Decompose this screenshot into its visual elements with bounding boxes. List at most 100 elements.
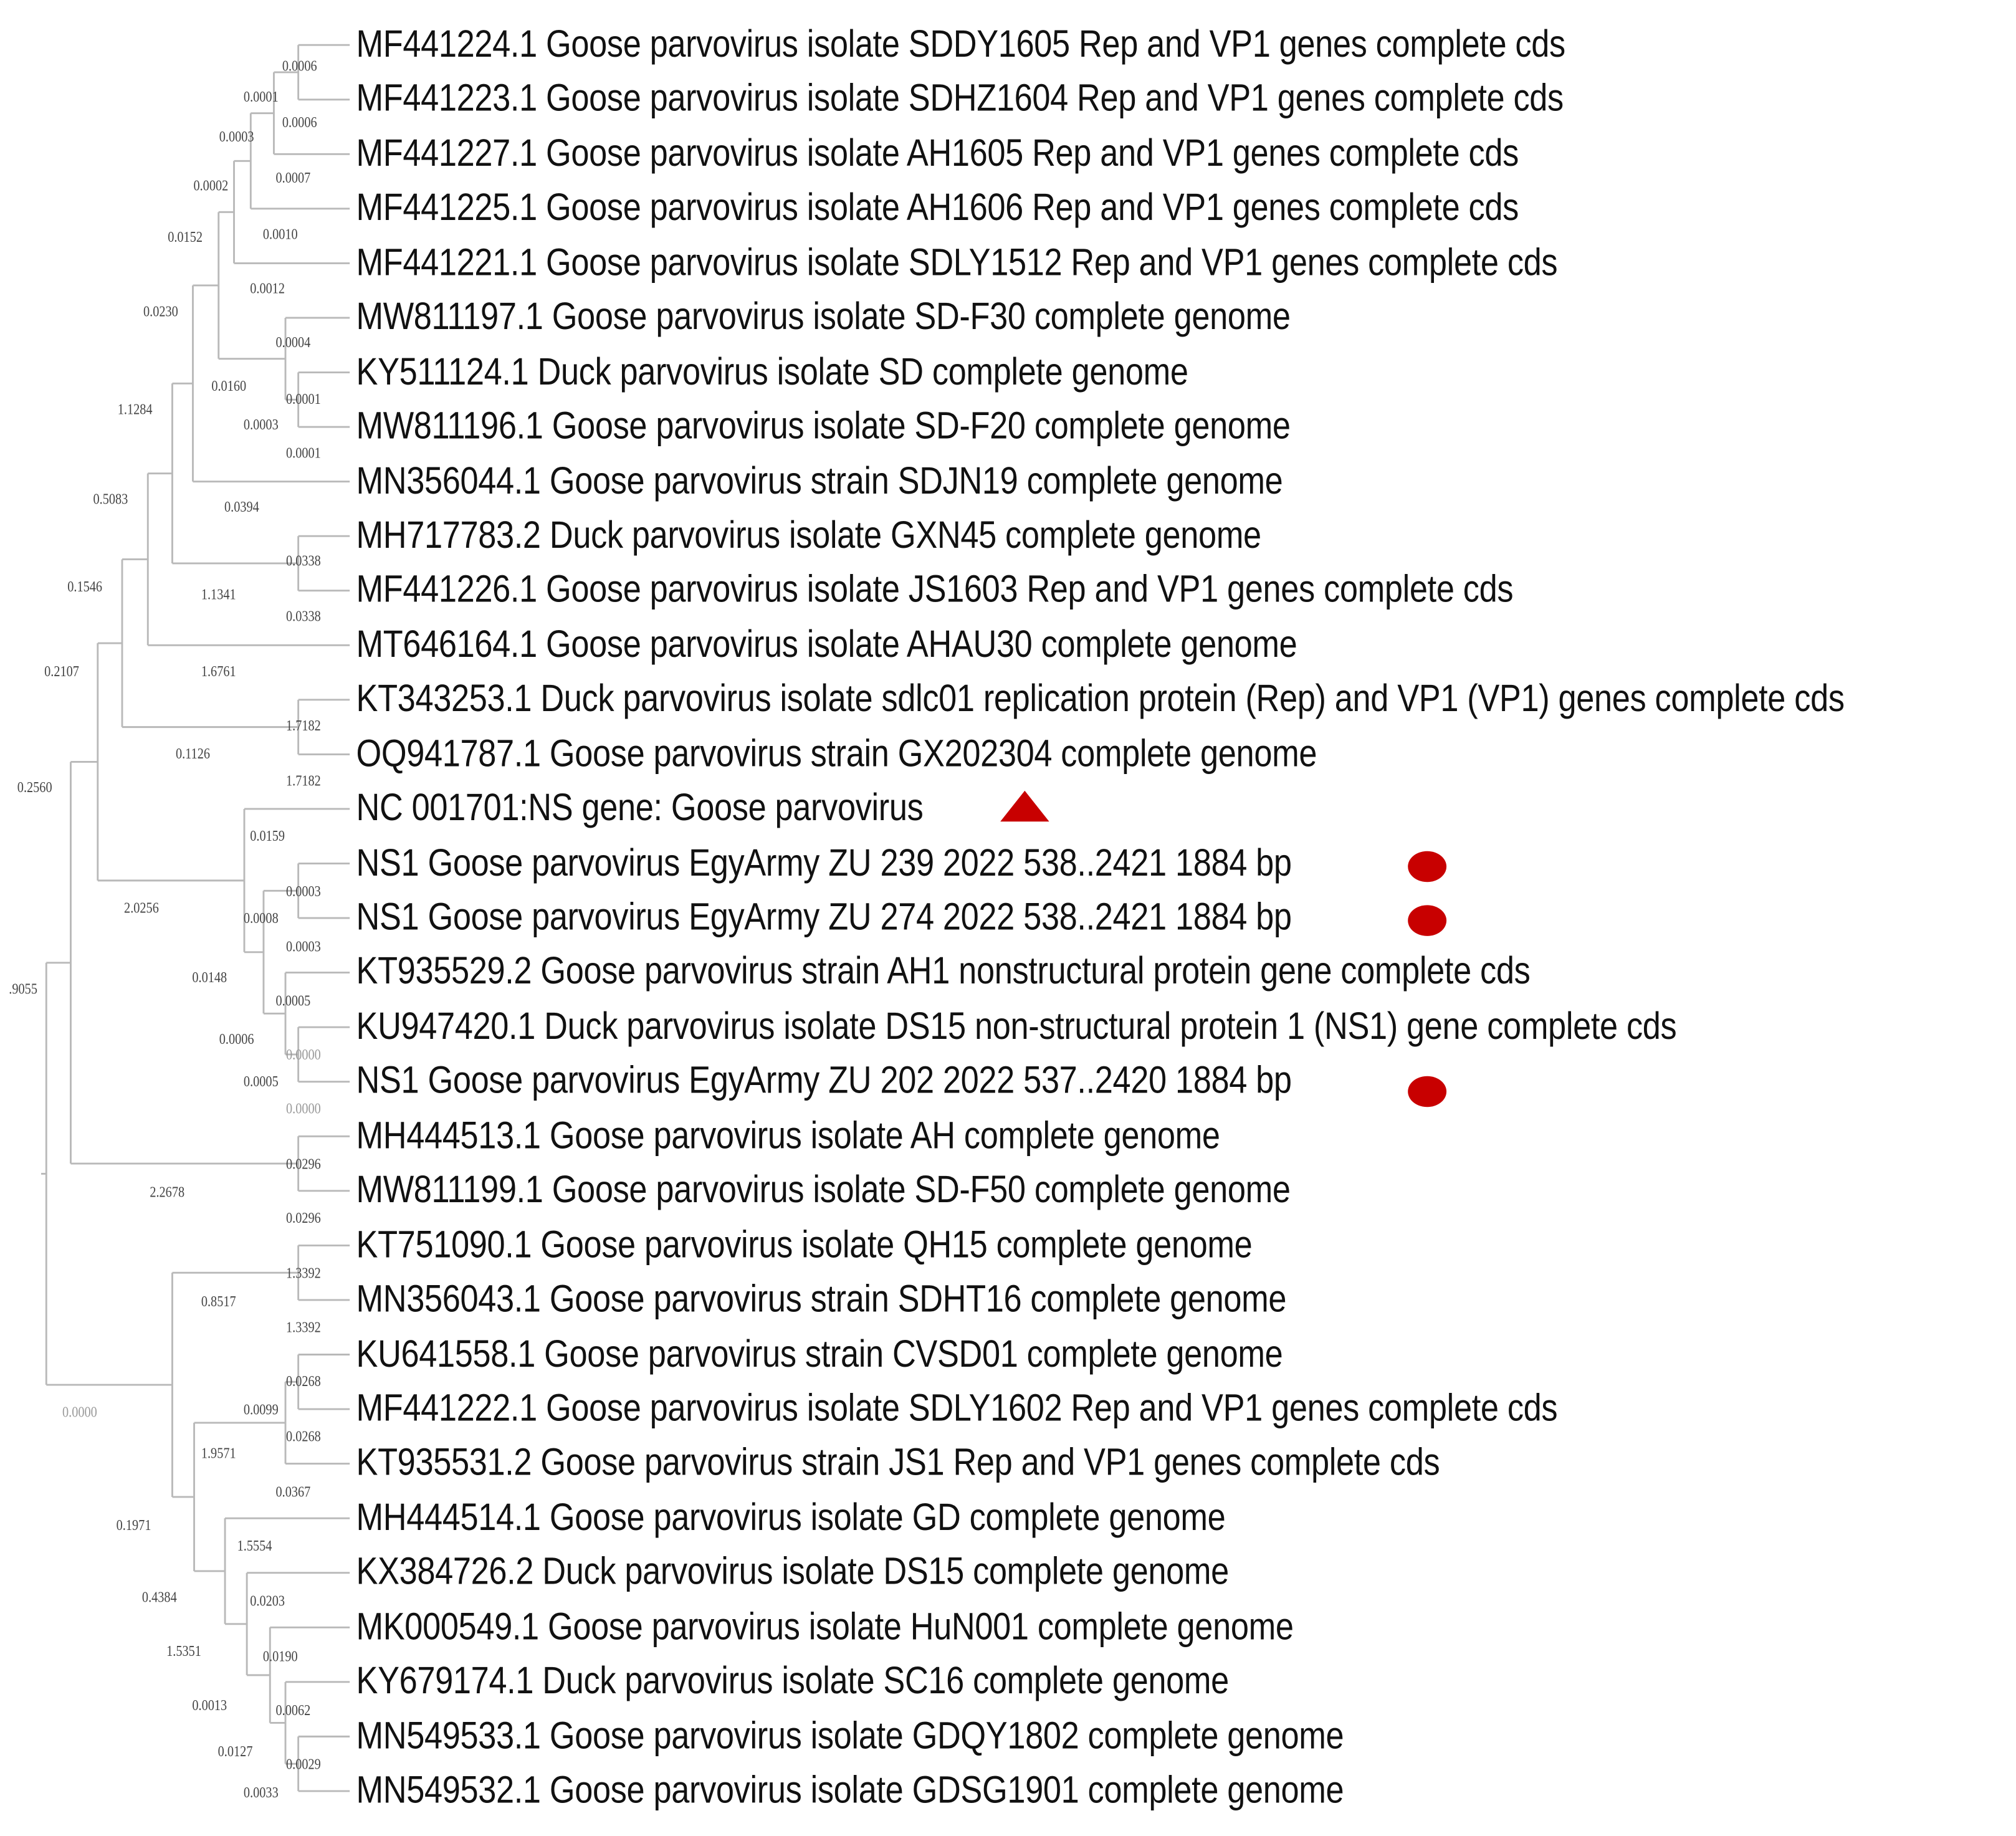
branch-length-label: 0.0033 — [244, 1784, 279, 1800]
branch-length-label: 0.0029 — [286, 1756, 321, 1772]
leaf-label: MT646164.1 Goose parvovirus isolate AHAU… — [356, 623, 1297, 666]
branch-length-label: 0.1971 — [117, 1516, 151, 1533]
leaf-label: KT343253.1 Duck parvovirus isolate sdlc0… — [356, 677, 1845, 720]
branch-length-label: 0.0001 — [286, 444, 321, 461]
branch-length-label: 0.0013 — [192, 1696, 227, 1713]
branch-length-label: 1.5554 — [237, 1537, 272, 1554]
branch-length-label: 0.0152 — [168, 228, 203, 245]
branch-length-label: 2.2678 — [150, 1183, 184, 1200]
branch-length-label: 0.0002 — [193, 176, 228, 193]
branch-length-label: 0.5083 — [93, 490, 128, 507]
branch-length-label: 0.0007 — [276, 169, 311, 186]
branch-length-label: 0.0006 — [219, 1030, 254, 1047]
branch-length-label: 2.0256 — [124, 899, 159, 916]
leaf-label: MH444514.1 Goose parvovirus isolate GD c… — [356, 1496, 1226, 1539]
branch-length-label: 0.0099 — [244, 1400, 279, 1417]
leaf-label: MH717783.2 Duck parvovirus isolate GXN45… — [356, 514, 1262, 557]
branch-length-label: 0.0148 — [192, 968, 227, 985]
branch-length-label: 0.0005 — [244, 1073, 279, 1089]
red-circle-marker-icon — [1408, 850, 1447, 882]
leaf-label: KT751090.1 Goose parvovirus isolate QH15… — [356, 1223, 1253, 1266]
branch-length-label: 0.0010 — [263, 226, 298, 242]
branch-length-label: 0.0001 — [244, 88, 279, 105]
leaf-label: KT935531.2 Goose parvovirus strain JS1 R… — [356, 1442, 1440, 1485]
red-circle-marker-icon — [1408, 905, 1447, 936]
branch-length-label: 1.6761 — [201, 662, 236, 679]
branch-length-label: 1.1284 — [118, 400, 153, 417]
branch-length-label: 0.2107 — [44, 662, 79, 679]
branch-length-label: 0.0268 — [286, 1372, 321, 1389]
red-circle-marker-icon — [1408, 1076, 1447, 1107]
branch-length-label: 0.0003 — [286, 938, 321, 955]
branch-length-label: 0.0001 — [286, 390, 321, 407]
leaf-label: MF441222.1 Goose parvovirus isolate SDLY… — [356, 1387, 1558, 1430]
leaf-label: MF441225.1 Goose parvovirus isolate AH16… — [356, 186, 1519, 229]
leaf-label: MN549532.1 Goose parvovirus isolate GDSG… — [356, 1769, 1344, 1812]
branch-length-label: 0.0394 — [224, 498, 259, 515]
branch-length-label: .9055 — [9, 980, 37, 997]
leaf-label: MW811197.1 Goose parvovirus isolate SD-F… — [356, 295, 1291, 338]
branch-length-label: 0.0000 — [62, 1403, 97, 1420]
branch-length-label: 1.7182 — [286, 772, 321, 789]
branch-length-label: 1.5351 — [166, 1642, 201, 1659]
branch-length-labels: 0.00060.00010.00060.00030.00070.00020.00… — [9, 57, 321, 1801]
branch-length-label: 0.4384 — [142, 1589, 177, 1605]
leaf-label: MW811199.1 Goose parvovirus isolate SD-F… — [356, 1169, 1291, 1212]
branch-length-label: 0.0062 — [276, 1701, 311, 1718]
branch-length-label: 0.0000 — [286, 1046, 321, 1063]
branch-length-label: 0.0008 — [244, 909, 279, 926]
leaf-label: MF441227.1 Goose parvovirus isolate AH16… — [356, 132, 1519, 175]
branch-length-label: 0.0268 — [286, 1428, 321, 1445]
leaf-label: NS1 Goose parvovirus EgyArmy ZU 274 2022… — [356, 896, 1292, 939]
branch-length-label: 0.0338 — [286, 552, 321, 569]
leaf-label: MF441226.1 Goose parvovirus isolate JS16… — [356, 568, 1514, 611]
branch-length-label: 1.3392 — [286, 1318, 321, 1335]
branch-length-label: 1.3392 — [286, 1265, 321, 1281]
branch-length-label: 0.0006 — [282, 113, 317, 130]
branch-length-label: 0.0012 — [250, 279, 285, 296]
branch-length-label: 0.0203 — [250, 1592, 285, 1609]
branch-lines — [41, 44, 350, 1792]
leaf-label: MK000549.1 Goose parvovirus isolate HuN0… — [356, 1605, 1294, 1648]
branch-length-label: 1.7182 — [286, 717, 321, 734]
leaf-label: KU947420.1 Duck parvovirus isolate DS15 … — [356, 1005, 1677, 1048]
leaf-label: NS1 Goose parvovirus EgyArmy ZU 202 2022… — [356, 1059, 1292, 1102]
branch-length-label: 0.0003 — [244, 416, 279, 433]
branch-length-label: 0.0003 — [286, 882, 321, 899]
branch-length-label: 0.0296 — [286, 1155, 321, 1172]
leaf-label: KT935529.2 Goose parvovirus strain AH1 n… — [356, 950, 1531, 993]
red-triangle-marker-icon — [1000, 791, 1049, 822]
branch-length-label: 0.0159 — [250, 827, 285, 844]
leaf-label: KY511124.1 Duck parvovirus isolate SD co… — [356, 350, 1188, 393]
branch-length-label: 0.1126 — [176, 745, 210, 762]
leaf-label: NS1 Goose parvovirus EgyArmy ZU 239 2022… — [356, 841, 1292, 884]
leaf-label: MN356044.1 Goose parvovirus strain SDJN1… — [356, 459, 1283, 502]
branch-length-label: 0.0000 — [286, 1100, 321, 1117]
leaf-label: MN356043.1 Goose parvovirus strain SDHT1… — [356, 1278, 1287, 1321]
branch-length-label: 0.0338 — [286, 608, 321, 624]
leaf-label: MW811196.1 Goose parvovirus isolate SD-F… — [356, 405, 1291, 448]
leaf-label: KX384726.2 Duck parvovirus isolate DS15 … — [356, 1551, 1230, 1594]
branch-length-label: 0.8517 — [201, 1293, 236, 1309]
leaf-label: MF441223.1 Goose parvovirus isolate SDHZ… — [356, 77, 1564, 120]
branch-length-label: 0.2560 — [17, 778, 52, 795]
branch-length-label: 0.0230 — [143, 303, 178, 320]
branch-length-label: 0.0296 — [286, 1209, 321, 1226]
leaf-label: MH444513.1 Goose parvovirus isolate AH c… — [356, 1114, 1221, 1157]
branch-length-label: 0.0004 — [276, 333, 311, 350]
leaf-label: MN549533.1 Goose parvovirus isolate GDQY… — [356, 1714, 1344, 1757]
branch-length-label: 0.0003 — [219, 128, 254, 145]
leaf-label: MF441221.1 Goose parvovirus isolate SDLY… — [356, 241, 1558, 284]
branch-length-label: 0.0127 — [218, 1743, 253, 1759]
branch-length-label: 0.0160 — [211, 377, 246, 394]
leaf-label: OQ941787.1 Goose parvovirus strain GX202… — [356, 732, 1317, 775]
branch-length-label: 0.0190 — [263, 1648, 298, 1665]
branch-length-label: 0.0006 — [282, 57, 317, 74]
leaf-label: KU641558.1 Goose parvovirus strain CVSD0… — [356, 1332, 1283, 1375]
branch-length-label: 1.9571 — [201, 1445, 236, 1461]
leaf-label: KY679174.1 Duck parvovirus isolate SC16 … — [356, 1660, 1230, 1703]
leaf-label: NC 001701:NS gene: Goose parvovirus — [356, 787, 924, 830]
leaf-label: MF441224.1 Goose parvovirus isolate SDDY… — [356, 23, 1566, 66]
